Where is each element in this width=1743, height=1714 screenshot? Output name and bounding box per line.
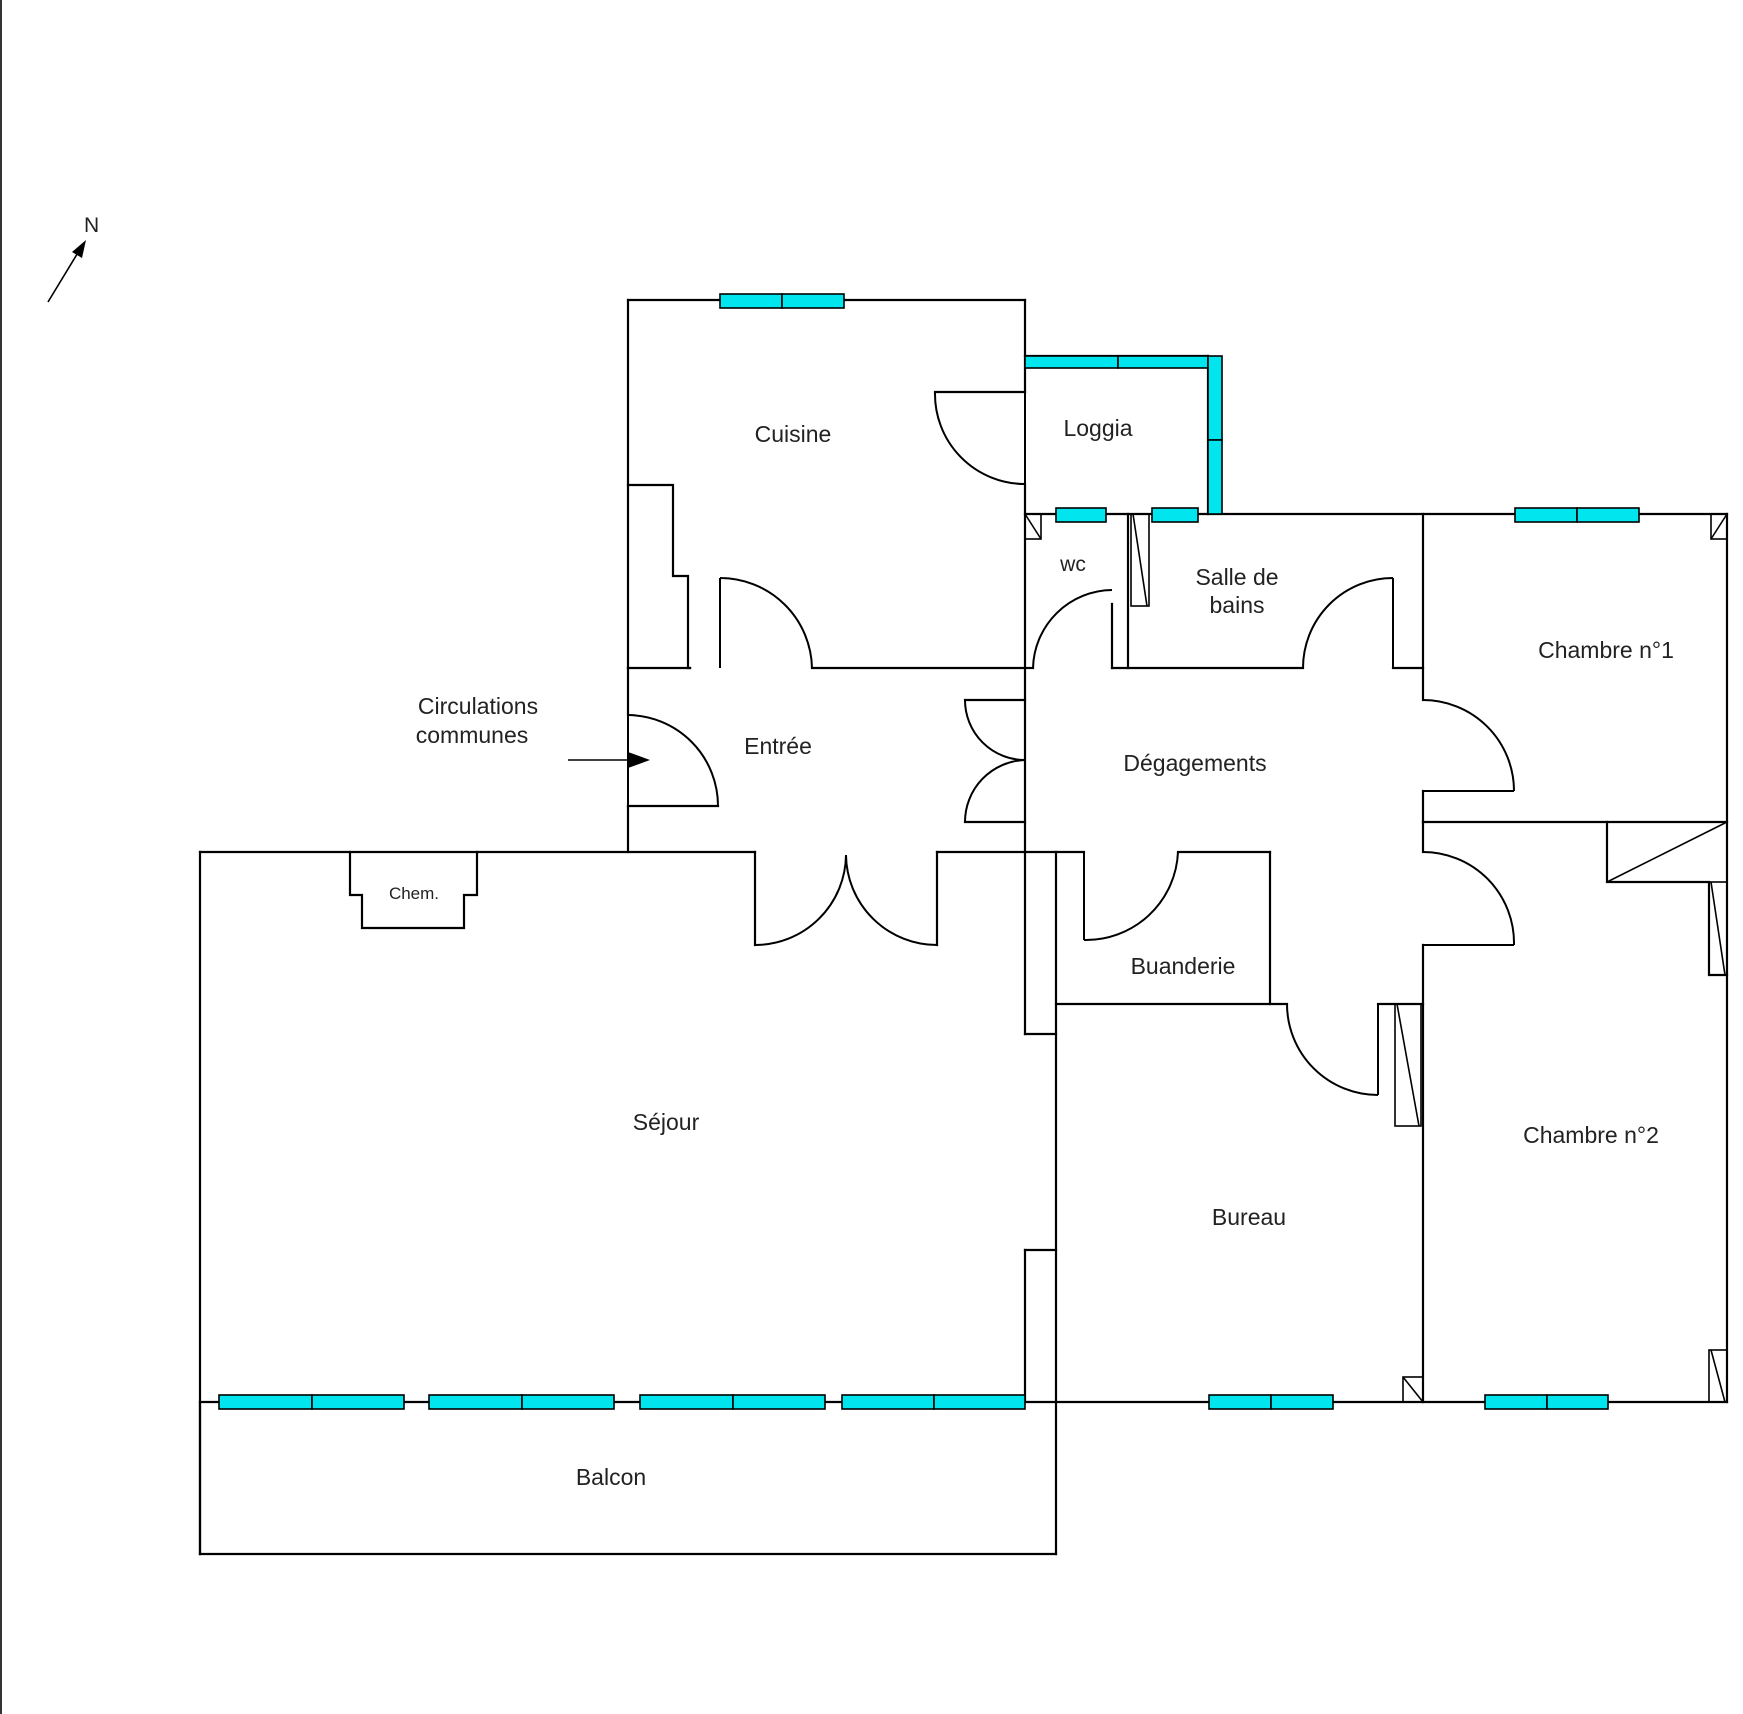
room-label-buanderie: Buanderie — [1131, 953, 1236, 979]
room-label-balcon: Balcon — [576, 1464, 646, 1490]
room-label-salle-de-bains-line1: Salle de — [1195, 564, 1278, 590]
room-label-sejour: Séjour — [633, 1109, 700, 1135]
room-label-entree: Entrée — [744, 733, 812, 759]
room-label-chambre1: Chambre n°1 — [1538, 637, 1674, 663]
north-label: N — [84, 214, 99, 237]
room-label-degagements: Dégagements — [1123, 750, 1266, 776]
room-label-bureau: Bureau — [1212, 1204, 1286, 1230]
room-label-chambre2: Chambre n°2 — [1523, 1122, 1659, 1148]
entry-arrow-icon — [568, 752, 650, 768]
room-label-salle-de-bains-line2: bains — [1210, 592, 1265, 618]
room-label-wc: wc — [1059, 553, 1086, 576]
north-arrow-icon — [47, 240, 86, 303]
room-label-loggia: Loggia — [1063, 415, 1132, 441]
annotation-circulations-line1: Circulations — [418, 693, 538, 719]
annotation-circulations-line2: communes — [416, 722, 528, 748]
walls — [198, 298, 1729, 1556]
room-label-chem: Chem. — [389, 884, 439, 903]
room-label-cuisine: Cuisine — [755, 421, 832, 447]
doors — [627, 391, 1728, 1403]
windows — [218, 293, 1640, 1410]
